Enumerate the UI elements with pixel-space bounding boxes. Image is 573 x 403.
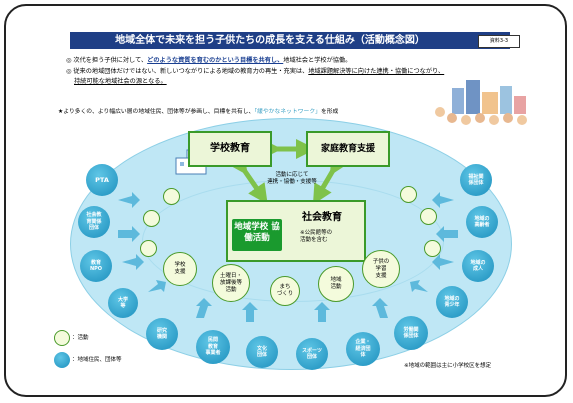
group-sports: スポーツ 団体 bbox=[296, 338, 328, 370]
activity-school-support: 学校 支援 bbox=[163, 252, 197, 286]
group-education-npo: 教育 NPO bbox=[80, 250, 112, 282]
activity-child-learning-support: 子供の 学習 支援 bbox=[362, 250, 400, 288]
bullet-1: ◎ 次代を担う子供に対して、どのような資質を育むのかという目標を共有し、地域社会… bbox=[66, 56, 351, 65]
bullet-text: 地域社会と学校が協働。 bbox=[283, 57, 352, 64]
activity-dot bbox=[420, 208, 437, 225]
activity-dot bbox=[163, 188, 180, 205]
title-banner: 地域全体で未来を担う子供たちの成長を支える仕組み（活動概念図） bbox=[70, 32, 510, 49]
activity-saturday-afterschool: 土曜日・ 放課後等 活動 bbox=[212, 264, 250, 302]
note-text: を形成 bbox=[320, 109, 339, 115]
activity-dot bbox=[143, 210, 160, 227]
note-text: ★より多くの、より幅広い層の地域住民、団体等が参画し、目標を共有し、 bbox=[58, 109, 255, 115]
bullet-2: ◎ 従来の地域団体だけではない、新しいつながりによる地域の教育力の再生・充実は、… bbox=[66, 67, 444, 76]
group-elderly: 地域の 高齢者 bbox=[466, 206, 498, 238]
legend-group-swatch bbox=[54, 352, 70, 368]
collaboration-label: 活動に応じて 連携・協働・支援等 bbox=[267, 172, 317, 185]
kominkan-note: ※公民館等の 活動を含む bbox=[300, 230, 333, 243]
group-research: 研究 機関 bbox=[146, 318, 178, 350]
bullet-emphasis: 持続可能な地域社会の源となる。 bbox=[74, 78, 167, 85]
bullet-mark: ◎ bbox=[66, 57, 72, 64]
group-pta: PTA bbox=[86, 164, 118, 196]
legend-group-label: ：地域住民、団体等 bbox=[72, 357, 122, 363]
bullet-mark: ◎ bbox=[66, 68, 72, 75]
group-culture: 文化 団体 bbox=[246, 336, 278, 368]
legend-activity-swatch bbox=[54, 330, 70, 346]
network-note: ★より多くの、より幅広い層の地域住民、団体等が参画し、目標を共有し、「緩やかなネ… bbox=[58, 106, 338, 115]
activity-dot bbox=[424, 240, 441, 257]
group-labor: 労働関 係団体 bbox=[394, 316, 428, 350]
activity-dot bbox=[400, 186, 417, 203]
bullet-text: 次代を担う子供に対して、 bbox=[73, 57, 148, 64]
document-tag: 資料3-3 bbox=[478, 35, 520, 48]
social-education-box: 社会教育 ※公民館等の 活動を含む bbox=[226, 200, 366, 262]
bullet-emphasis: 地域課題解決等に向けた連携・協働につながり、 bbox=[308, 68, 445, 75]
group-adults: 地域の 成人 bbox=[462, 250, 494, 282]
bullet-emphasis: どのような資質を育むのかという目標を共有し、 bbox=[147, 57, 284, 64]
activity-community-building: まち づくり bbox=[270, 276, 300, 306]
group-university: 大学 等 bbox=[108, 288, 138, 318]
school-education-box: 学校教育 bbox=[188, 131, 272, 167]
note-highlight: 「緩やかなネットワーク」 bbox=[254, 109, 321, 115]
footnote: ※地域の範囲は主に小学校区を想定 bbox=[404, 363, 492, 369]
group-social-education: 社会教 育関係 団体 bbox=[78, 206, 110, 238]
social-education-label: 社会教育 bbox=[302, 212, 342, 223]
group-youth: 地域の 青少年 bbox=[436, 286, 468, 318]
bullet-2-continued: 持続可能な地域社会の源となる。 bbox=[74, 77, 167, 86]
bullet-text: 従来の地域団体だけではない、新しいつながりによる地域の教育力の再生・充実は、 bbox=[73, 68, 309, 75]
legend-activity-label: ：活動 bbox=[72, 335, 89, 341]
activity-dot bbox=[140, 240, 157, 257]
activity-local: 地域 活動 bbox=[318, 266, 354, 302]
group-private-education: 民間 教育 事業者 bbox=[196, 330, 230, 364]
family-education-support-box: 家庭教育支援 bbox=[306, 131, 390, 167]
group-business: 企業・ 経済団 体 bbox=[346, 332, 380, 366]
school-community-partnership-badge: 地域学校 協働活動 bbox=[232, 219, 282, 251]
group-welfare: 福祉関 係団体 bbox=[460, 164, 492, 196]
